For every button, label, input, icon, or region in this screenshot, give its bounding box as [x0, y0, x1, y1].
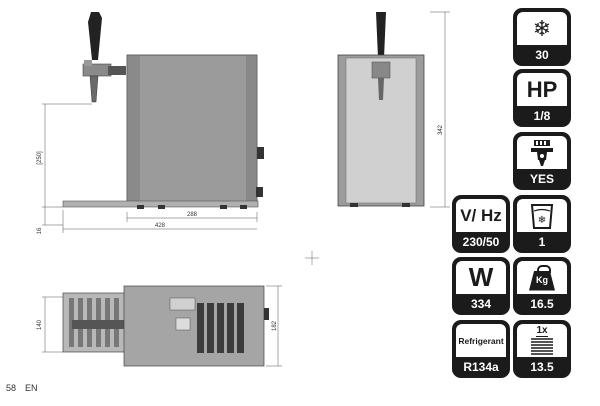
hp-label: HP — [526, 76, 558, 102]
badge-value: 30 — [535, 48, 549, 62]
pump-icon — [531, 139, 553, 166]
coil-icon — [531, 338, 553, 355]
badge-voltage: V/ Hz 230/50 — [452, 195, 510, 253]
wattage-label: W — [468, 262, 494, 292]
badge-refrigerant: Refrigerant R134a — [452, 320, 510, 378]
badge-value: 334 — [470, 297, 492, 311]
page-footer: 58 EN — [6, 383, 47, 393]
snowflake-icon: ❄ — [532, 15, 552, 41]
crosshair-mark — [305, 251, 319, 265]
badge-value: R134a — [463, 360, 499, 374]
dim-250: [250] — [37, 151, 43, 165]
kg-label: Kg — [536, 274, 548, 285]
badge-value: 1/8 — [533, 109, 551, 123]
tap-handle — [88, 12, 102, 60]
dim-428: 428 — [155, 223, 166, 229]
technical-drawings: [250] 16 288 428 342 — [37, 11, 450, 367]
badge-value: 13.5 — [530, 360, 554, 374]
badge-ice-bank: ❄ 1 — [513, 195, 571, 253]
badge-coil: 1x 13.5 — [513, 320, 571, 378]
badge-value: 230/50 — [462, 235, 500, 249]
weight-icon: Kg — [528, 264, 556, 291]
top-tap — [72, 320, 124, 329]
language-code: EN — [25, 383, 38, 393]
tap-spout — [89, 75, 99, 103]
dim-16: 16 — [37, 227, 43, 234]
badge-value: 16.5 — [530, 297, 554, 311]
dim-288: 288 — [187, 212, 198, 218]
side-knob — [257, 147, 264, 159]
badge-compressor-power: HP 1/8 — [513, 69, 571, 127]
dim-182: 182 — [272, 320, 278, 331]
badge-pump: YES — [513, 132, 571, 190]
badge-value: 1 — [538, 235, 546, 249]
top-view: 140 182 — [37, 285, 282, 367]
badge-cooling-capacity: ❄ 30 — [513, 8, 571, 66]
badge-value: YES — [529, 172, 554, 186]
side-view: [250] 16 288 428 — [37, 12, 264, 234]
ice-container-icon: ❄ — [530, 203, 554, 229]
badge-wattage: W 334 — [452, 257, 510, 315]
dim-140: 140 — [37, 319, 43, 330]
page-number: 58 — [6, 383, 17, 393]
voltage-label: V/ Hz — [460, 205, 502, 225]
refrigerant-label: Refrigerant — [458, 335, 504, 346]
front-view: 342 — [337, 11, 450, 208]
front-tap-handle — [376, 12, 386, 58]
coil-count-label: 1x — [536, 325, 548, 337]
svg-text:❄: ❄ — [538, 215, 546, 226]
badge-weight: Kg 16.5 — [513, 257, 571, 315]
dim-342: 342 — [438, 124, 444, 135]
cabinet-side — [126, 54, 258, 206]
